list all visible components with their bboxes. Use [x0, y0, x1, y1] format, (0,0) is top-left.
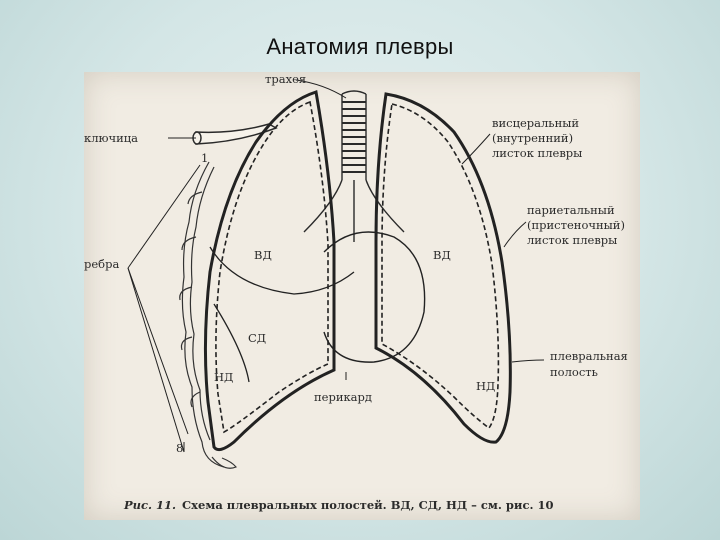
figure-caption: Рис. 11. Схема плевральных полостей. ВД, … — [123, 498, 553, 512]
label-vd-left: ВД — [254, 248, 272, 262]
label-nd-right: НД — [476, 379, 495, 393]
label-parietal-line1: париетальный — [527, 203, 615, 217]
label-trachea: трахея — [265, 72, 306, 86]
label-clavicle: ключица — [84, 131, 138, 145]
label-pleural-cavity-line2: полость — [550, 365, 598, 379]
label-ribs: ребра — [84, 257, 119, 271]
figure-caption-text: Схема плевральных полостей. ВД, СД, НД –… — [182, 498, 553, 512]
figure-caption-prefix: Рис. 11. — [123, 498, 176, 512]
label-pericardium: перикард — [314, 390, 372, 404]
label-visceral-line1: висцеральный — [492, 116, 579, 130]
pleura-diagram-svg: трахея ключица 1 ребра 8 висцеральный (в… — [84, 72, 628, 512]
label-parietal-line3: листок плевры — [527, 233, 617, 247]
pointer-lines — [127, 79, 545, 453]
pleura-diagram: трахея ключица 1 ребра 8 висцеральный (в… — [84, 72, 640, 520]
label-nd-left: НД — [214, 370, 233, 384]
label-visceral-line2: (внутренний) — [492, 131, 573, 145]
left-lung — [203, 90, 355, 452]
label-number-8: 8 — [176, 441, 183, 455]
right-lung — [374, 92, 512, 444]
label-pleural-cavity-line1: плевральная — [550, 349, 628, 363]
label-parietal-line2: (пристеночный) — [527, 218, 625, 232]
label-visceral-line3: листок плевры — [492, 146, 582, 160]
slide-title: Анатомия плевры — [266, 34, 454, 59]
label-vd-right: ВД — [433, 248, 451, 262]
ribs-shape — [179, 161, 237, 469]
trachea-shape — [303, 90, 405, 242]
pericardium-shape — [323, 231, 426, 363]
label-number-1: 1 — [201, 151, 208, 165]
label-sd: СД — [248, 331, 266, 345]
